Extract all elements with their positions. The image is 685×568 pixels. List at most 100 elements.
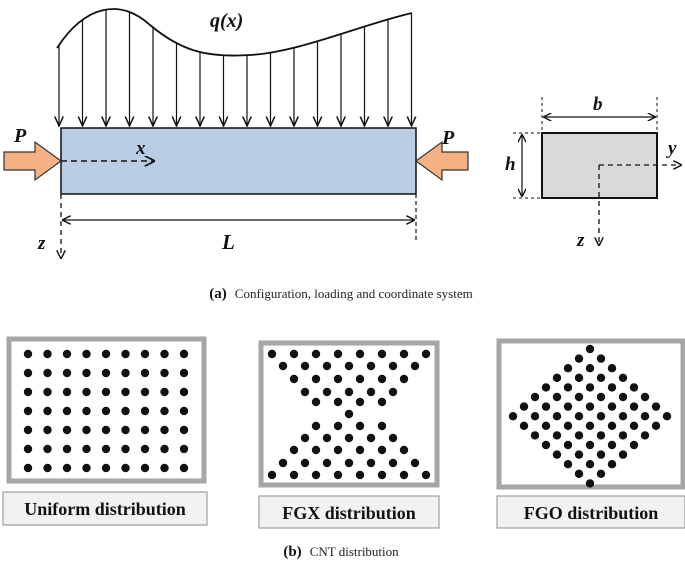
- cnt-dot: [574, 373, 584, 382]
- cnt-dot: [618, 412, 628, 421]
- cnt-dot: [399, 374, 409, 384]
- cnt-dot: [333, 421, 343, 431]
- cnt-dot: [596, 412, 606, 421]
- cnt-dot: [563, 383, 573, 392]
- cnt-dot: [399, 445, 409, 455]
- cnt-dot: [121, 406, 130, 416]
- cnt-dot: [160, 444, 169, 454]
- cnt-dot: [140, 387, 150, 397]
- fgo-dots: [508, 344, 672, 488]
- axial-force-left-label: P: [13, 125, 27, 147]
- cnt-dot: [333, 349, 343, 359]
- cnt-dot: [333, 397, 343, 407]
- cnt-dot: [23, 425, 33, 435]
- cnt-dot: [179, 463, 189, 473]
- caption-b-text: CNT distribution: [310, 544, 399, 559]
- cnt-dot: [585, 364, 595, 373]
- cnt-dot: [43, 463, 52, 473]
- cnt-dot: [101, 425, 111, 435]
- cnt-dot: [388, 433, 398, 443]
- cnt-dot: [23, 463, 33, 473]
- cnt-dot: [410, 458, 420, 468]
- cnt-dot: [366, 433, 376, 443]
- cnt-dot: [607, 440, 617, 450]
- cnt-dot: [82, 444, 91, 454]
- cnt-dot: [289, 445, 299, 455]
- cnt-dot: [355, 349, 365, 359]
- caption-b: (b) CNT distribution: [283, 543, 399, 560]
- cnt-dot: [563, 364, 573, 373]
- cnt-dot: [355, 397, 365, 407]
- cnt-dot: [574, 469, 584, 478]
- cnt-dot: [585, 479, 595, 488]
- cnt-dot: [160, 463, 169, 473]
- cnt-dot: [43, 368, 52, 378]
- cnt-dot: [541, 421, 551, 430]
- cnt-dot: [563, 460, 573, 469]
- cnt-dot: [267, 470, 277, 480]
- uniform-label-box: [2, 491, 208, 526]
- cnt-dot: [179, 444, 189, 454]
- cnt-dot: [596, 469, 606, 478]
- cnt-dot: [289, 349, 299, 359]
- cnt-dot: [629, 421, 639, 430]
- cnt-dot: [388, 361, 398, 371]
- cnt-dot: [121, 444, 130, 454]
- cnt-dot: [563, 440, 573, 450]
- cnt-dot: [121, 463, 130, 473]
- cnt-dot: [23, 406, 33, 416]
- cnt-dot: [121, 349, 130, 359]
- cnt-dot: [43, 425, 52, 435]
- cnt-dot: [651, 421, 661, 430]
- fgx-label-box: [258, 495, 440, 529]
- cnt-dot: [585, 460, 595, 469]
- cnt-dot: [140, 406, 150, 416]
- caption-b-tag: (b): [283, 544, 301, 560]
- cnt-dot: [585, 383, 595, 392]
- cnt-dot: [82, 463, 91, 473]
- cnt-dot: [377, 374, 387, 384]
- cnt-dot: [43, 387, 52, 397]
- fgx-dots: [267, 349, 431, 480]
- cnt-dot: [62, 463, 72, 473]
- cnt-dot: [377, 349, 387, 359]
- cnt-dot: [366, 458, 376, 468]
- distributed-load: q(x): [57, 8, 412, 126]
- cnt-dot: [62, 406, 72, 416]
- cnt-dot: [62, 368, 72, 378]
- uniform-label: Uniform distribution: [24, 499, 186, 519]
- cnt-dot: [629, 402, 639, 411]
- cnt-dot: [596, 373, 606, 382]
- cnt-dot: [140, 444, 150, 454]
- cnt-dot: [311, 470, 321, 480]
- cnt-dot: [82, 368, 91, 378]
- cnt-dot: [160, 387, 169, 397]
- cnt-dot: [140, 463, 150, 473]
- cnt-dot: [629, 440, 639, 450]
- cnt-dot: [23, 368, 33, 378]
- cnt-dot: [344, 387, 354, 397]
- cnt-dot: [377, 397, 387, 407]
- cnt-dot: [421, 470, 431, 480]
- cnt-dot: [585, 344, 595, 354]
- cnt-dot: [344, 361, 354, 371]
- cnt-dot: [355, 421, 365, 431]
- cnt-dot: [585, 440, 595, 450]
- axial-force-left-arrow: [3, 140, 63, 182]
- fgo-label: FGO distribution: [524, 503, 659, 523]
- cnt-dot: [179, 349, 189, 359]
- cnt-dot: [366, 387, 376, 397]
- cnt-dot: [140, 425, 150, 435]
- cnt-dot: [121, 368, 130, 378]
- cnt-dot: [333, 445, 343, 455]
- cnt-dot: [23, 387, 33, 397]
- cnt-dot: [552, 392, 562, 402]
- cnt-dot: [289, 470, 299, 480]
- cnt-dot: [399, 470, 409, 480]
- cnt-dot: [596, 354, 606, 363]
- cnt-dot: [574, 450, 584, 459]
- cnt-dot: [101, 406, 111, 416]
- cnt-dot: [82, 425, 91, 435]
- cnt-dot: [82, 406, 91, 416]
